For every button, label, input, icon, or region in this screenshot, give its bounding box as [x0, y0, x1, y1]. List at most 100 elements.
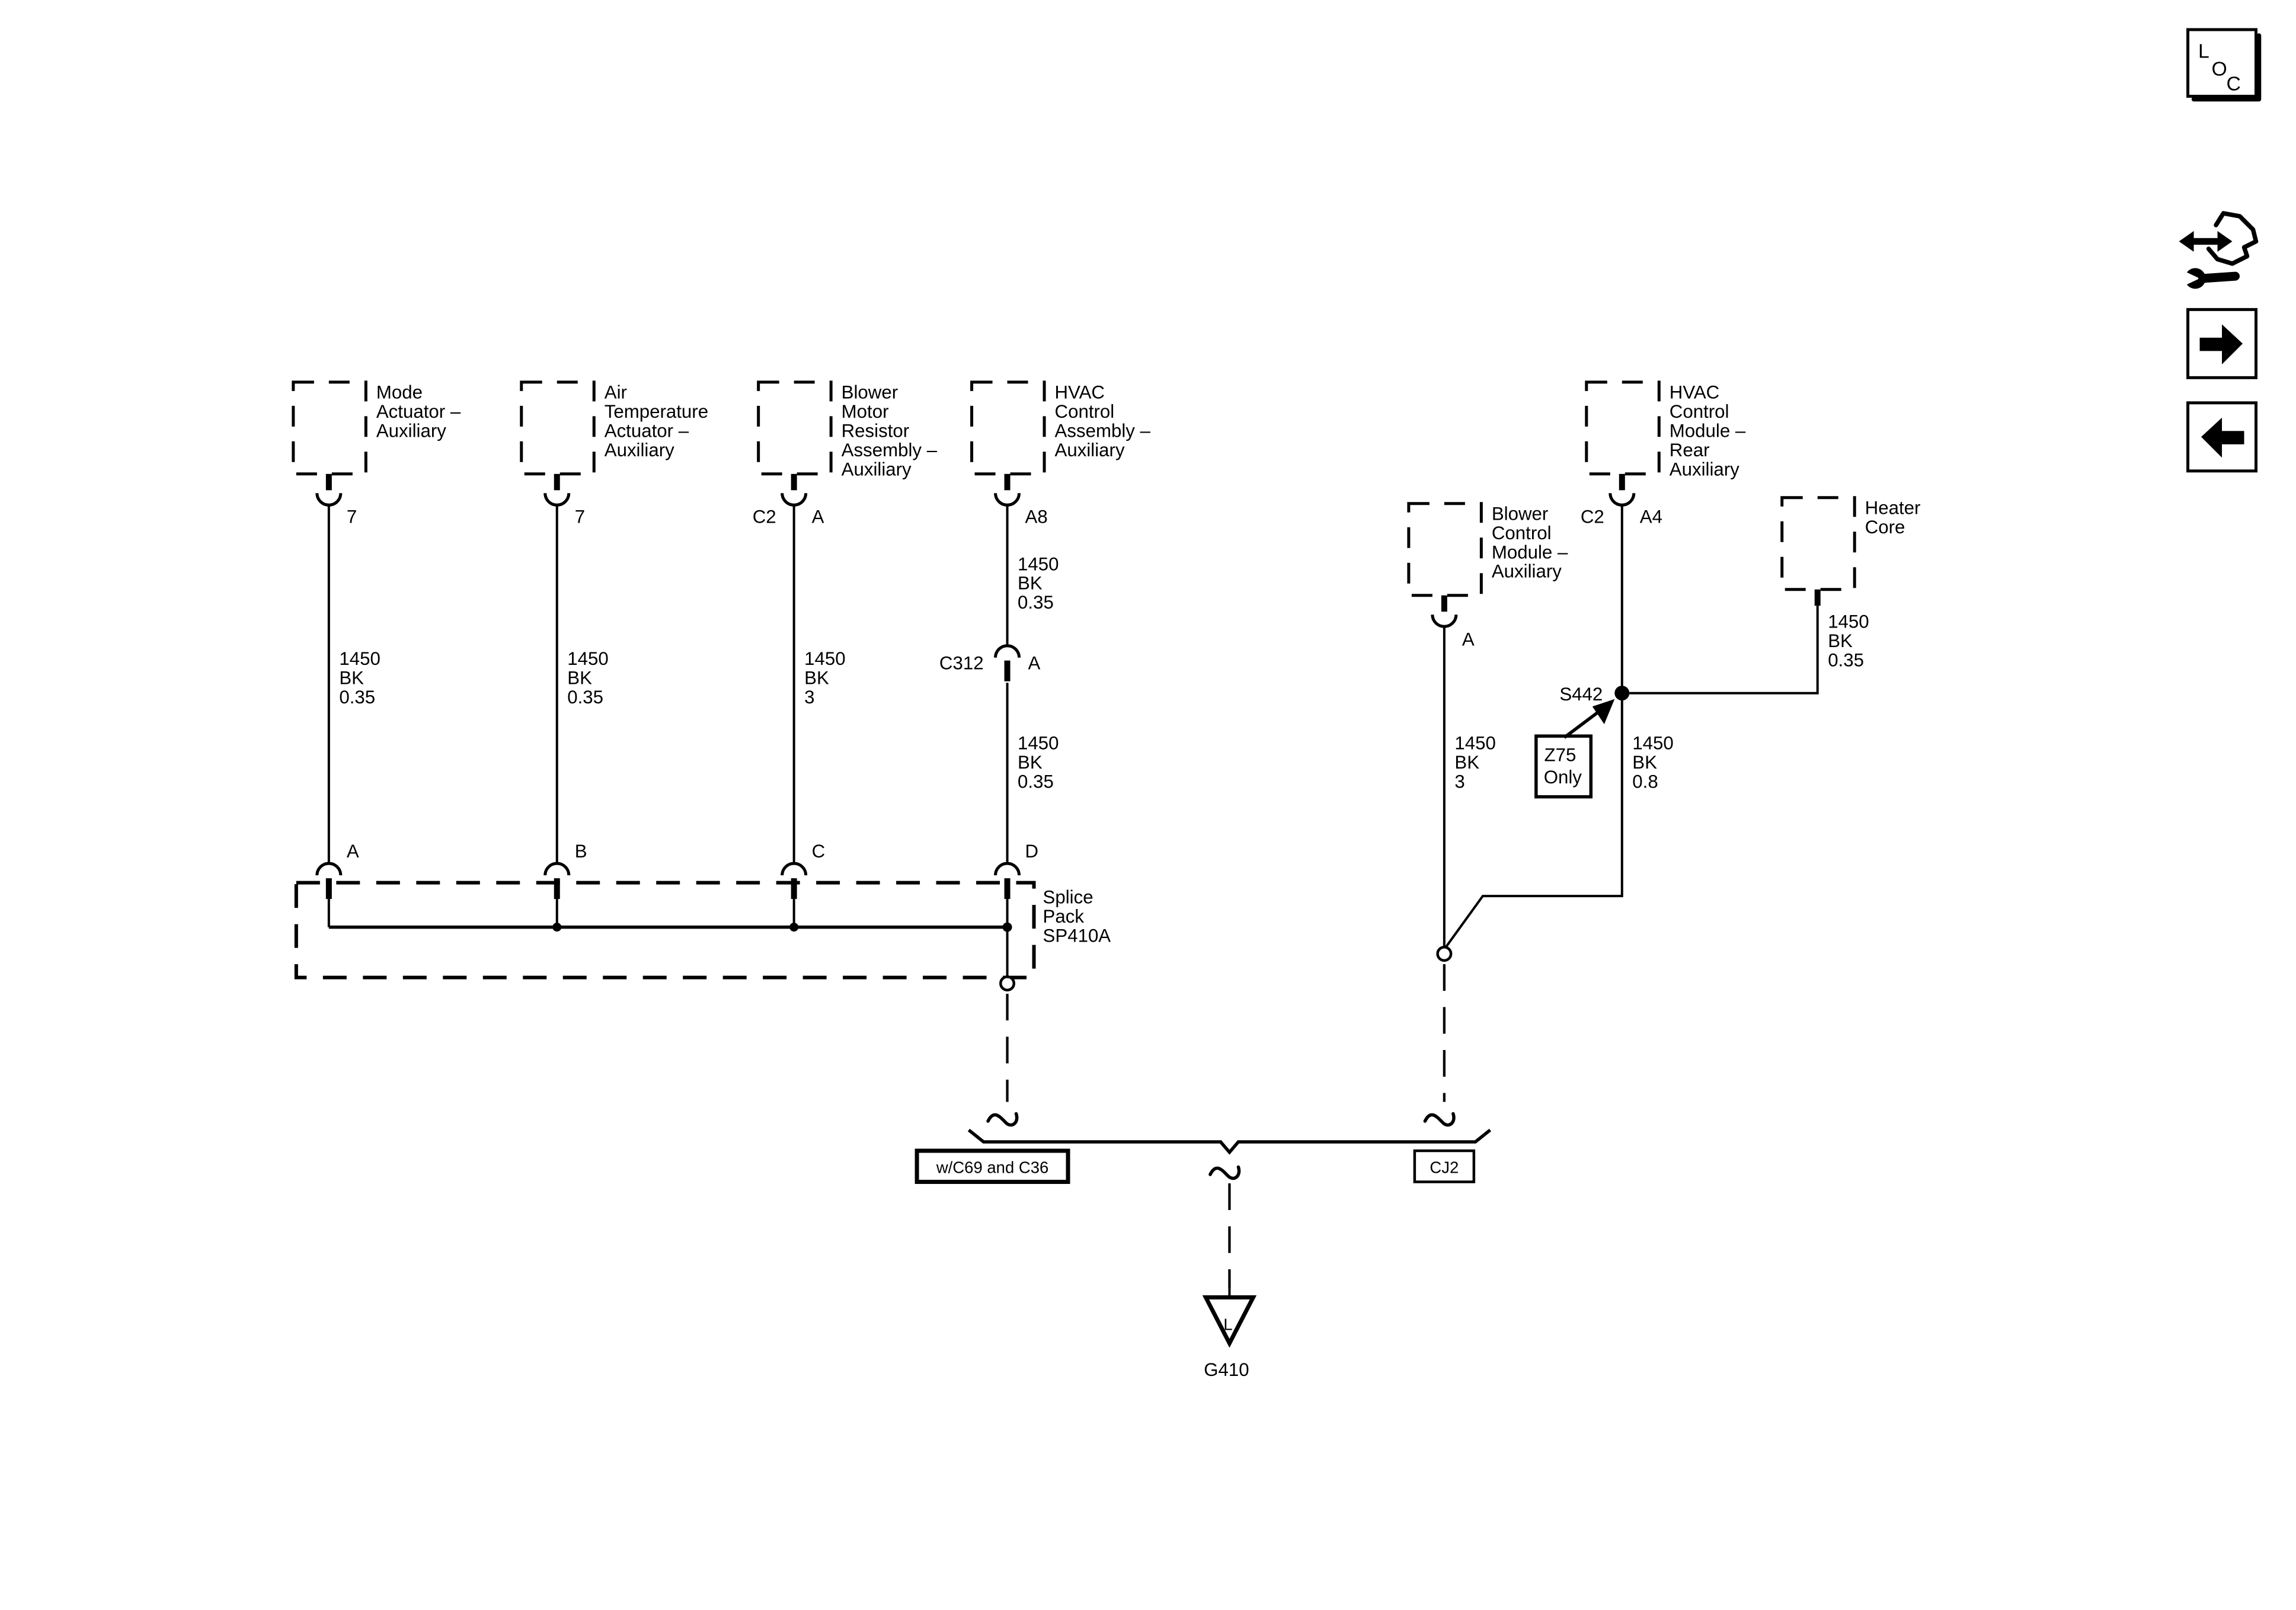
wire-continuation-curl — [988, 1114, 1017, 1125]
connector-pin-icon — [317, 474, 341, 505]
loc-indicator: L O C — [2186, 28, 2262, 102]
inline-junction-circle — [999, 975, 1016, 992]
tag-text: w/C69 and C36 — [936, 1158, 1048, 1176]
tag-box — [914, 1148, 1070, 1184]
junction-dot — [552, 923, 562, 932]
inline-junction-circle — [1436, 946, 1453, 962]
component-label: HVAC Control Module – Rear Auxiliary — [1670, 382, 1751, 479]
pin-number: A — [1028, 653, 1041, 674]
loc-box — [2186, 28, 2258, 98]
note-arrow-head — [1592, 699, 1615, 725]
component-hvac-control-module-rear: HVAC Control Module – Rear Auxiliary C2 … — [1581, 380, 1751, 527]
component-box — [757, 380, 833, 476]
connector-pin-icon — [782, 474, 806, 505]
pin-number: A — [812, 506, 824, 527]
loc-box-shadow — [2191, 33, 2262, 102]
wire-label: 1450 BK 0.35 — [1018, 733, 1064, 792]
component-air-temperature-actuator: Air Temperature Actuator – Auxiliary 7 — [520, 380, 714, 527]
wire-label: 1450 BK 3 — [1454, 733, 1501, 792]
splice-pin: B — [575, 841, 587, 862]
wire-continuation-curl — [1425, 1114, 1454, 1125]
pin-stub — [1814, 589, 1821, 606]
connector-name: C2 — [753, 506, 776, 527]
connector-name: C312 — [939, 653, 984, 674]
double-arrow-right-head — [2217, 231, 2233, 252]
wire-label: 1450 BK 0.35 — [1828, 612, 1874, 671]
splice-pack-sp410a: A B C D Splice Pack SP410A — [294, 841, 1111, 980]
ground-letter: L — [1223, 1315, 1232, 1333]
connector-pin-icon — [996, 474, 1019, 505]
inline-connector-c312: C312 A — [939, 646, 1041, 681]
component-box — [1407, 502, 1483, 597]
pin-number: 7 — [575, 506, 585, 527]
connector-pin-icon — [1432, 596, 1456, 626]
right-arrow-icon — [2199, 337, 2223, 351]
tag-harness-note: w/C69 and C36 — [914, 1148, 1070, 1184]
wire-rear-module-ground — [1443, 505, 1623, 950]
connector-name: C2 — [1581, 506, 1604, 527]
component-hvac-control-assembly: HVAC Control Assembly – Auxiliary A8 — [970, 380, 1156, 527]
wire-continuation-curl — [1210, 1167, 1239, 1178]
component-label: Air Temperature Actuator – Auxiliary — [605, 382, 714, 460]
nav-back-box — [2186, 401, 2258, 473]
connector-pin-icon — [545, 474, 569, 505]
wire-label: 1450 BK 0.35 — [339, 648, 385, 708]
tag-cj2: CJ2 — [1413, 1149, 1476, 1183]
component-heater-core: Heater Core — [1780, 496, 1926, 606]
splice-pin: C — [812, 841, 826, 862]
component-label: Blower Control Module – Auxiliary — [1492, 503, 1573, 581]
wire-label: 1450 BK 3 — [804, 648, 850, 708]
tag-text: CJ2 — [1430, 1158, 1459, 1176]
pin-number: 7 — [347, 506, 357, 527]
pin-number: A8 — [1025, 506, 1048, 527]
harness-brace — [967, 1128, 1492, 1155]
splice-pack-label: Splice Pack SP410A — [1043, 887, 1111, 946]
junction-dot — [789, 923, 799, 932]
loc-letters: L O C — [2198, 40, 2241, 95]
component-label: Blower Motor Resistor Assembly – Auxilia… — [842, 382, 942, 479]
component-label: Mode Actuator – Auxiliary — [376, 382, 466, 441]
tag-box — [1413, 1149, 1476, 1183]
right-arrow-head — [2222, 324, 2243, 364]
nav-forward-box — [2186, 308, 2258, 379]
component-mode-actuator: Mode Actuator – Auxiliary 7 — [292, 380, 466, 527]
harness-routing-tool-icon[interactable] — [2177, 211, 2259, 289]
splice-pin: D — [1025, 841, 1039, 862]
component-box — [292, 380, 367, 476]
note-arrow-shaft — [1563, 709, 1601, 739]
component-box — [1780, 496, 1856, 591]
pin-number: A4 — [1640, 506, 1662, 527]
routing-path-outline — [2206, 211, 2259, 266]
component-box — [520, 380, 596, 476]
component-label: Heater Core — [1865, 497, 1926, 537]
component-blower-motor-resistor: Blower Motor Resistor Assembly – Auxilia… — [753, 380, 942, 527]
wire-label: 1450 BK 0.35 — [567, 648, 613, 708]
splice-pin: A — [347, 841, 359, 862]
pin-number: A — [1462, 629, 1475, 650]
connector-pin-icon — [1610, 474, 1634, 505]
splice-s442-dot — [1614, 686, 1630, 701]
wrench-jaw-notch — [2177, 268, 2200, 289]
component-box — [1585, 380, 1661, 476]
splice-s442-label: S442 — [1559, 684, 1603, 705]
left-arrow-head — [2201, 417, 2223, 458]
ground-triangle-icon — [1202, 1295, 1257, 1348]
ground-g410: L G410 — [1202, 1295, 1257, 1380]
component-box — [970, 380, 1046, 476]
nav-forward-button[interactable] — [2186, 308, 2258, 379]
component-label: HVAC Control Assembly – Auxiliary — [1055, 382, 1156, 460]
left-arrow-icon — [2222, 431, 2244, 444]
wrench-handle-icon — [2198, 271, 2240, 283]
note-text: Z75 Only — [1544, 745, 1582, 788]
ground-label: G410 — [1204, 1359, 1249, 1380]
wire-heater-core-ground — [1629, 606, 1819, 694]
wire-label: 1450 BK 0.8 — [1632, 733, 1678, 792]
nav-back-button[interactable] — [2186, 401, 2258, 473]
wire-label: 1450 BK 0.35 — [1018, 553, 1064, 613]
junction-dot — [1002, 922, 1012, 932]
double-arrow-left-head — [2179, 231, 2194, 252]
note-z75-only: Z75 Only — [1534, 699, 1615, 799]
inline-connector-icon — [996, 646, 1019, 681]
